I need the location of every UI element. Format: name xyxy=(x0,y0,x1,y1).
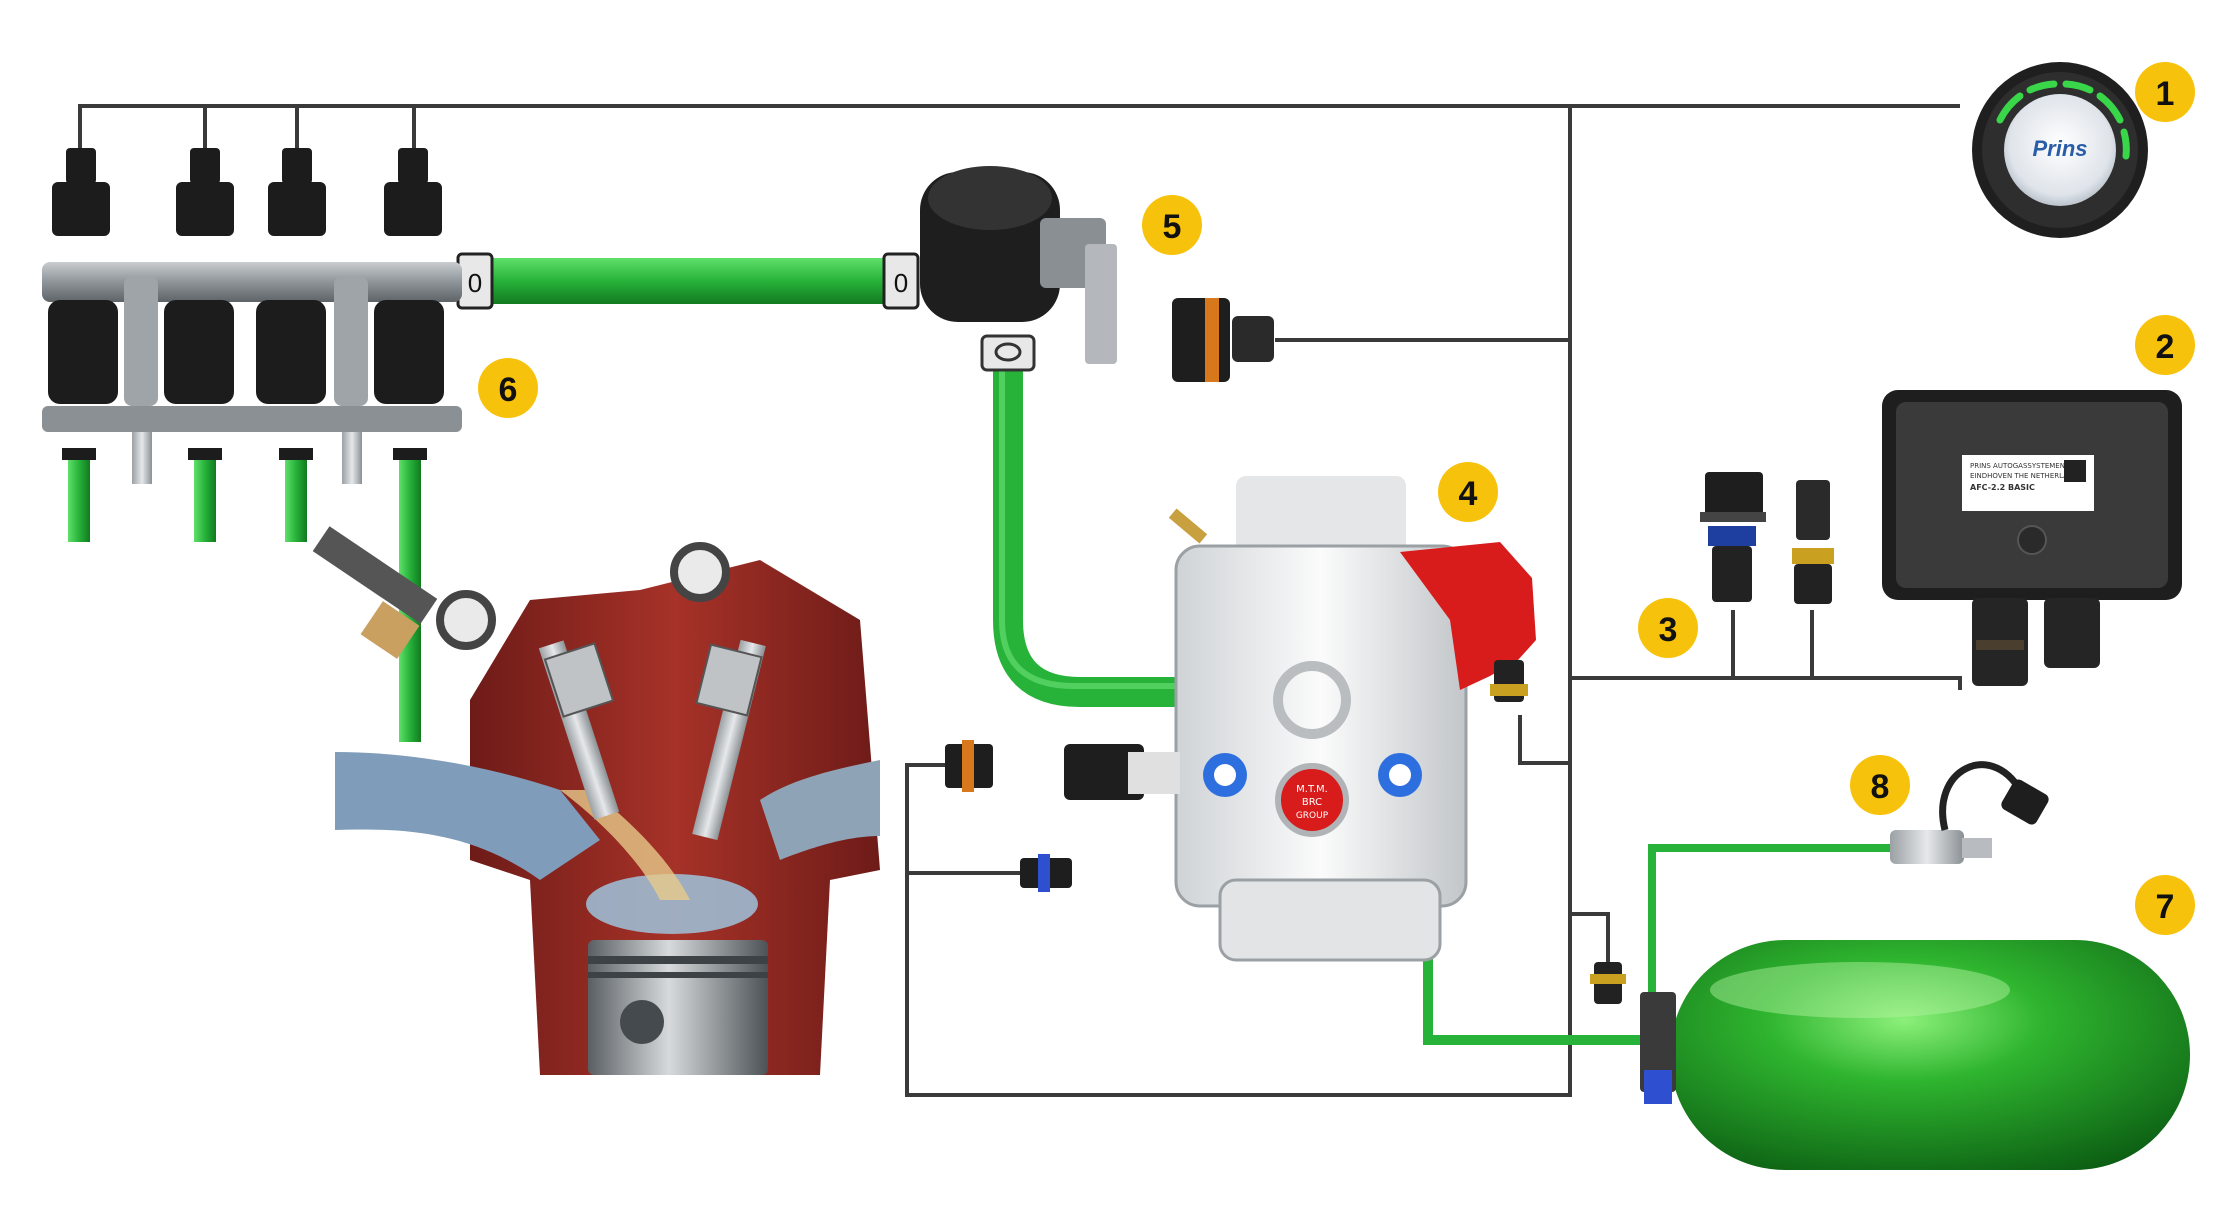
svg-text:2: 2 xyxy=(2156,328,2175,366)
badge-2: 2 xyxy=(2135,315,2195,375)
rail-bolts xyxy=(132,432,362,484)
svg-text:4: 4 xyxy=(1459,475,1478,513)
rail-spacers xyxy=(124,276,368,406)
intake-valve xyxy=(538,640,620,820)
reducer-sensor xyxy=(1064,744,1180,800)
injector-outlet-rings xyxy=(62,448,427,460)
badge-6: 6 xyxy=(478,358,538,418)
component-connectors[interactable] xyxy=(1700,472,1834,604)
number-badges: 1 2 3 4 5 6 7 8 xyxy=(478,62,2195,935)
clamp-mark-2: 0 xyxy=(894,268,908,298)
hose-rail-to-filter xyxy=(460,258,900,304)
svg-text:5: 5 xyxy=(1163,208,1182,246)
ecu-connectors xyxy=(1972,598,2100,686)
temp-sensor-connector xyxy=(1020,854,1072,892)
svg-text:6: 6 xyxy=(499,371,518,409)
reducer-temp-connector xyxy=(1490,660,1528,702)
exhaust-valve xyxy=(692,639,766,841)
connector-plug-right xyxy=(1792,480,1834,604)
component-injector-rail[interactable] xyxy=(42,148,462,484)
tank-multivalve xyxy=(1640,992,1676,1104)
component-tank[interactable] xyxy=(1590,940,2190,1170)
svg-text:3: 3 xyxy=(1659,611,1678,649)
component-ecu[interactable]: PRINS AUTOGASSYSTEMEN BV EINDHOVEN THE N… xyxy=(1882,390,2182,686)
clamp-mark-1: 0 xyxy=(468,268,482,298)
badge-3: 3 xyxy=(1638,598,1698,658)
switch-brand-label: Prins xyxy=(2032,136,2087,161)
injector-bodies xyxy=(48,300,444,404)
component-level-sensor[interactable] xyxy=(1890,761,2051,864)
reducer-badge-line-2: BRC xyxy=(1302,797,1322,808)
ecu-label-line-3: AFC-2.2 BASIC xyxy=(1970,483,2035,492)
component-filter[interactable] xyxy=(920,166,1117,372)
badge-4: 4 xyxy=(1438,462,1498,522)
filter-sensor-plug xyxy=(1172,298,1274,382)
badge-1: 1 xyxy=(2135,62,2195,122)
hoses-injector-outlets xyxy=(68,452,307,542)
svg-text:7: 7 xyxy=(2156,888,2175,926)
ecu-label-line-2: EINDHOVEN THE NETHERLANDS xyxy=(1970,472,2084,480)
rocker-arms xyxy=(436,542,730,650)
reducer-badge-line-3: GROUP xyxy=(1296,811,1329,821)
hose-filter-to-reducer xyxy=(993,360,1200,707)
connector-plug-left xyxy=(1700,472,1766,602)
reducer-badge-line-1: M.T.M. xyxy=(1296,784,1328,795)
tank-valve-connector xyxy=(1590,962,1626,1004)
injector-connectors xyxy=(52,148,442,236)
qr-code-icon xyxy=(2064,460,2086,482)
badge-5: 5 xyxy=(1142,195,1202,255)
component-switch[interactable]: Prins xyxy=(1972,62,2148,238)
map-sensor-connector xyxy=(945,740,993,792)
reducer-brand-badge xyxy=(1275,763,1349,837)
ecu-label-line-1: PRINS AUTOGASSYSTEMEN BV xyxy=(1970,462,2077,470)
gas-hoses xyxy=(68,258,1890,1048)
badge-8: 8 xyxy=(1850,755,1910,815)
switch-led-ring xyxy=(1996,80,2130,160)
svg-text:1: 1 xyxy=(2156,75,2175,113)
svg-text:8: 8 xyxy=(1871,768,1890,806)
hose-tank-to-sensor xyxy=(1648,844,1890,1048)
wiring-harness xyxy=(78,104,1962,1097)
badge-7: 7 xyxy=(2135,875,2195,935)
component-reducer[interactable]: M.T.M. BRC GROUP xyxy=(1064,476,1536,962)
engine-cutaway xyxy=(312,526,880,1075)
